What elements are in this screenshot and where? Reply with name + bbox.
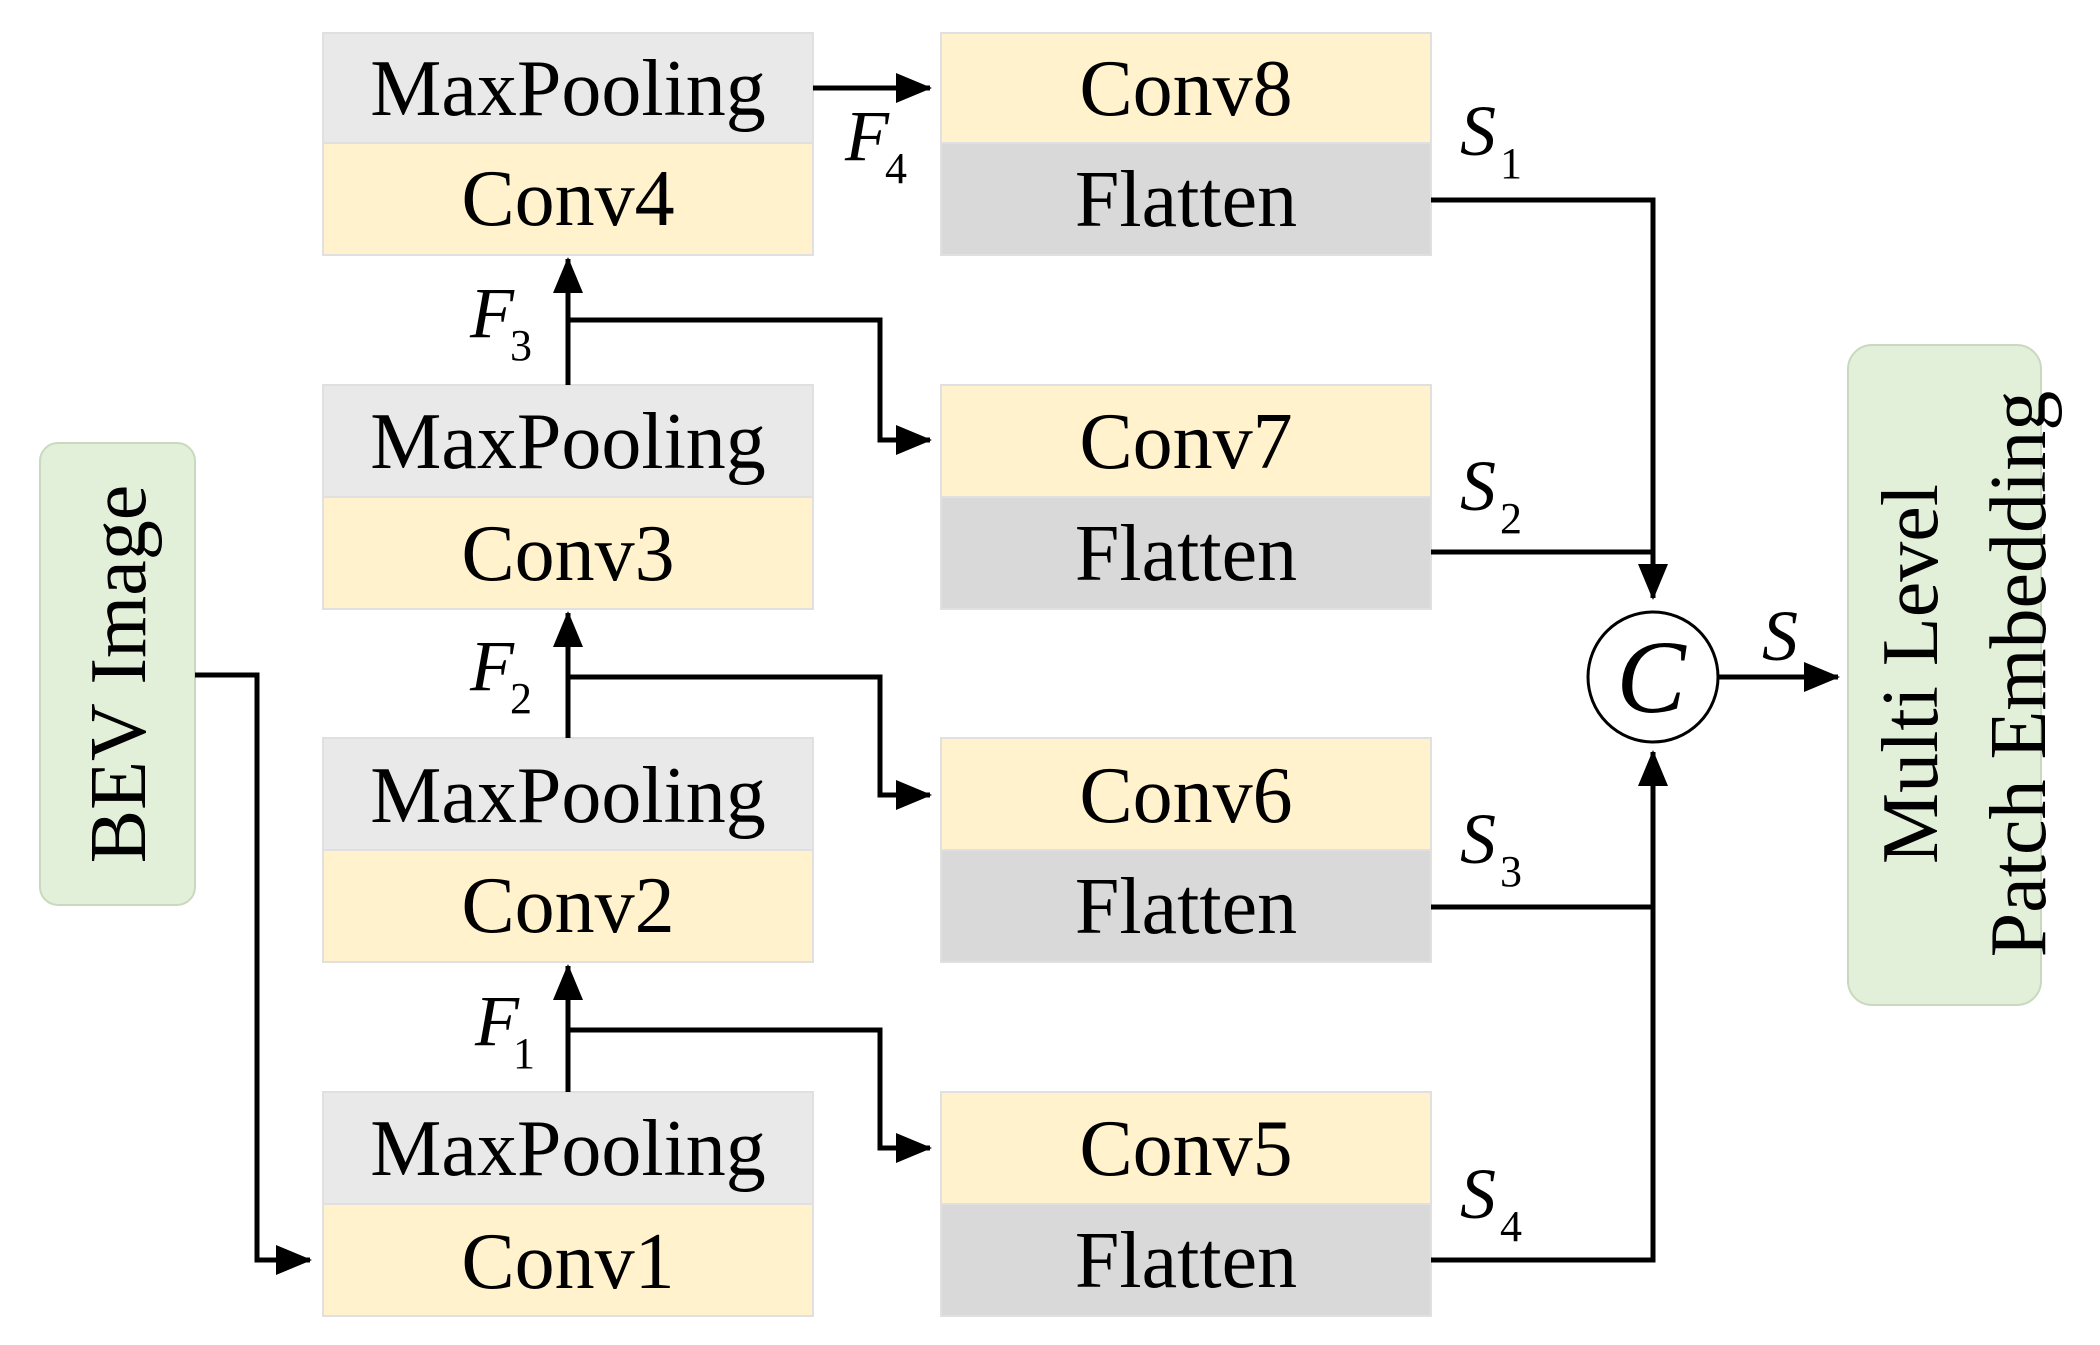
label-f1: F 1 (474, 981, 535, 1078)
label-f3-sub: 3 (510, 321, 532, 370)
flatten-1-label: Flatten (1075, 1217, 1297, 1305)
conv2-box (322, 849, 814, 963)
conv1-label: Conv1 (461, 1218, 674, 1306)
output-block: Multi Level Patch Embedding (1847, 344, 2063, 1006)
maxpool-3-box (322, 384, 814, 498)
flatten-3-box (940, 496, 1432, 610)
flatten-4-label: Flatten (1075, 156, 1297, 244)
maxpool-1-box (322, 1091, 814, 1205)
concat-node: C (1586, 610, 1720, 744)
label-f4: F 4 (844, 96, 907, 193)
conv6-label: Conv6 (1079, 752, 1292, 840)
label-s1: S 1 (1460, 91, 1522, 188)
flatten-4-box (940, 142, 1432, 256)
wire-s1-to-concat (1431, 197, 1668, 600)
backbone-stage-1: MaxPooling Conv1 (322, 1091, 814, 1317)
conv5-box (940, 1091, 1432, 1205)
label-s3-base: S (1460, 799, 1496, 879)
maxpool-4-label: MaxPooling (370, 45, 766, 133)
maxpool-1-label: MaxPooling (370, 1105, 766, 1193)
output-label-line1: Multi Level (1867, 484, 1955, 864)
flatten-3-label: Flatten (1075, 510, 1297, 598)
conv3-box (322, 496, 814, 610)
label-f1-base: F (474, 981, 520, 1061)
label-f1-sub: 1 (513, 1029, 535, 1078)
wire-f2-to-conv6 (568, 674, 932, 810)
conv6-box (940, 737, 1432, 851)
label-f4-sub: 4 (885, 144, 907, 193)
bev-image-label: BEV Image (75, 485, 163, 863)
label-s2-sub: 2 (1500, 494, 1522, 543)
wire-f3-to-conv7 (568, 317, 932, 455)
flatten-2-box (940, 849, 1432, 963)
label-s2: S 2 (1460, 446, 1522, 543)
conv5-label: Conv5 (1079, 1105, 1292, 1193)
branch-3: Conv7 Flatten (940, 384, 1432, 610)
maxpool-2-label: MaxPooling (370, 752, 766, 840)
label-s1-sub: 1 (1500, 139, 1522, 188)
branch-4: Conv8 Flatten (940, 32, 1432, 256)
backbone-stage-2: MaxPooling Conv2 (322, 737, 814, 963)
wire-f1-to-conv5 (568, 1027, 932, 1163)
maxpool-3-label: MaxPooling (370, 398, 766, 486)
bev-image-block: BEV Image (39, 442, 196, 906)
wire-bev-to-conv1 (195, 672, 312, 1275)
flatten-1-box (940, 1203, 1432, 1317)
branch-2: Conv6 Flatten (940, 737, 1432, 963)
label-f4-base: F (844, 96, 890, 176)
conv3-label: Conv3 (461, 510, 674, 598)
label-s4: S 4 (1460, 1154, 1522, 1251)
backbone-stage-4: MaxPooling Conv4 (322, 32, 814, 256)
label-s3: S 3 (1460, 799, 1522, 896)
branch-1: Conv5 Flatten (940, 1091, 1432, 1317)
wire-s4-to-concat (1431, 750, 1668, 1263)
output-label-line2: Patch Embedding (1975, 391, 2063, 958)
label-s4-sub: 4 (1500, 1202, 1522, 1251)
conv1-box (322, 1203, 814, 1317)
label-f3-base: F (469, 273, 515, 353)
backbone-stage-3: MaxPooling Conv3 (322, 384, 814, 610)
label-s2-base: S (1460, 446, 1496, 526)
flatten-2-label: Flatten (1075, 863, 1297, 951)
conv7-label: Conv7 (1079, 398, 1292, 486)
label-s3-sub: 3 (1500, 847, 1522, 896)
conv4-label: Conv4 (461, 155, 674, 243)
concat-symbol: C (1616, 620, 1687, 735)
label-s-output: S (1762, 596, 1798, 676)
label-s1-base: S (1460, 91, 1496, 171)
label-f2: F 2 (469, 626, 532, 723)
label-s4-base: S (1460, 1154, 1496, 1234)
conv4-box (322, 142, 814, 256)
label-f2-base: F (469, 626, 515, 706)
output-box (1847, 344, 2042, 1006)
conv2-label: Conv2 (461, 862, 674, 950)
conv8-box (940, 32, 1432, 144)
label-f2-sub: 2 (510, 674, 532, 723)
maxpool-4-box (322, 32, 814, 144)
conv8-label: Conv8 (1079, 45, 1292, 133)
label-f3: F 3 (469, 273, 532, 370)
